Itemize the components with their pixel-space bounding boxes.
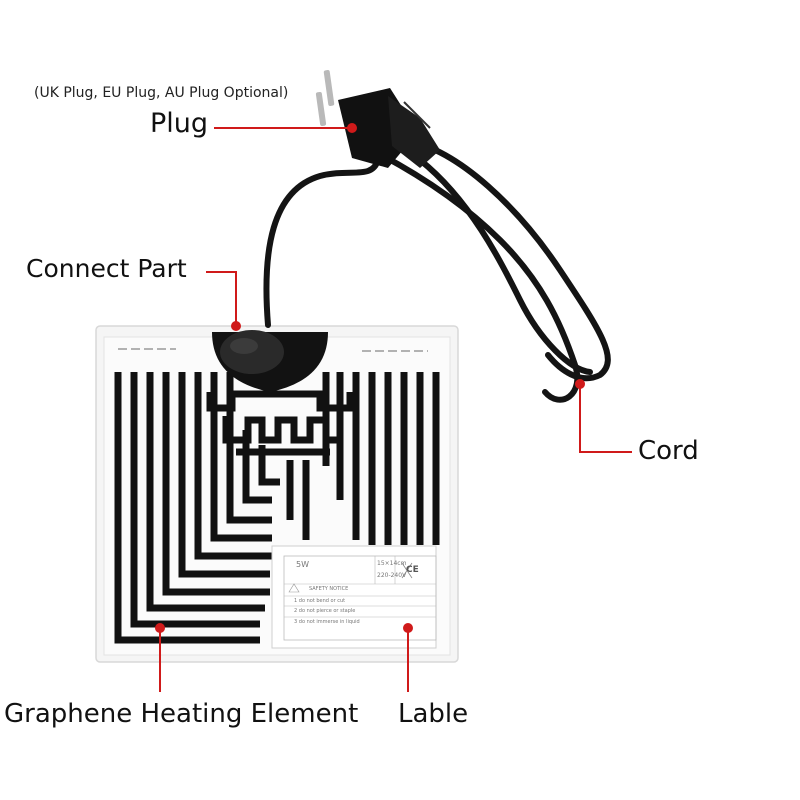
callout-lines <box>159 127 632 692</box>
product-label-text: 5W 15×14cm 220-240V CE SAFETY NOTICE 1 d… <box>284 556 436 640</box>
heating-element-callout-label: Graphene Heating Element <box>4 699 359 729</box>
recycle-bin-icon <box>401 562 413 579</box>
plug-callout-label: Plug <box>150 108 209 139</box>
label-rule: 2 do not pierce or staple <box>294 608 356 614</box>
power-cord <box>263 137 611 403</box>
warning-icon <box>288 583 300 593</box>
label-notice-title: SAFETY NOTICE <box>309 586 349 592</box>
label-rule: 3 do not immerse in liquid <box>294 619 360 625</box>
callout-dots <box>155 123 585 633</box>
connector-part <box>212 330 328 392</box>
label-size: 15×14cm <box>377 560 407 567</box>
ce-mark: CE <box>406 565 419 575</box>
plug-options-note: (UK Plug, EU Plug, AU Plug Optional) <box>34 85 289 101</box>
graphene-heating-element <box>114 372 440 644</box>
label-rule: 1 do not bend or cut <box>294 598 346 604</box>
eu-plug <box>315 70 440 168</box>
label-wattage: 5W <box>296 560 309 569</box>
cord-callout-label: Cord <box>638 436 699 466</box>
product-label-sticker <box>271 545 437 649</box>
connect-part-callout-label: Connect Part <box>26 254 187 283</box>
label-voltage: 220-240V <box>377 572 407 579</box>
label-callout-label: Lable <box>398 699 469 729</box>
